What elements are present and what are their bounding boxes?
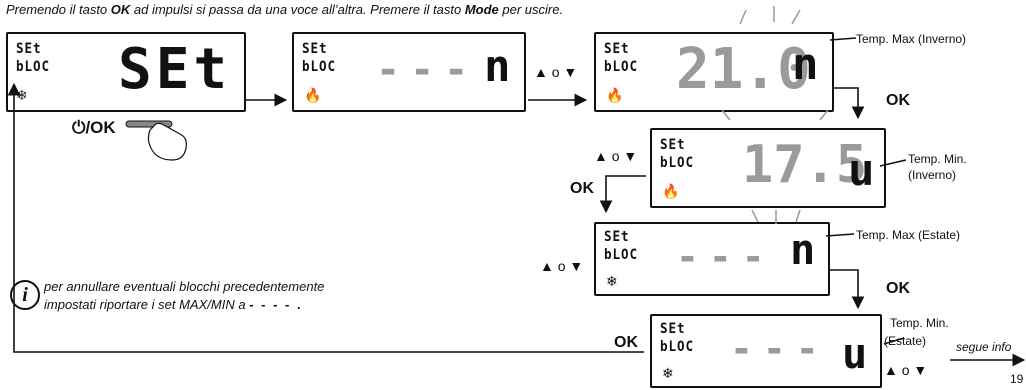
lcd-mini-line1: SEt xyxy=(660,137,686,153)
lcd-suffix-min: u xyxy=(848,145,875,196)
label-temp-min-winter-1: Temp. Min. xyxy=(908,152,967,166)
lcd-mini-line2: bLOC xyxy=(660,339,694,355)
lcd-mini-line2: bLOC xyxy=(16,59,50,75)
label-temp-min-summer-1: Temp. Min. xyxy=(890,316,949,330)
note-line2: impostati riportare i set MAX/MIN a - - … xyxy=(44,297,303,312)
lcd-display-temp-min-winter: SEt bLOC 🔥 17.5 u xyxy=(650,128,886,208)
snowflake-icon: ❄ xyxy=(16,87,28,103)
segue-info: segue info xyxy=(956,340,1012,354)
lcd-dashes: --- xyxy=(676,235,775,279)
arrow-4-to-5 xyxy=(599,175,646,214)
ok-label: OK xyxy=(886,280,910,297)
up-down-label: ▲ o ▼ xyxy=(594,148,638,164)
lcd-suffix-max: n xyxy=(792,39,819,90)
label-temp-max-summer: Temp. Max (Estate) xyxy=(856,228,961,242)
leader-temp-min-winter xyxy=(879,159,907,167)
lcd-main-text: SEt xyxy=(118,37,232,102)
note-line1: per annullare eventuali blocchi preceden… xyxy=(44,279,325,294)
lcd-dashes: --- xyxy=(730,327,829,371)
ok-label: OK xyxy=(886,92,910,109)
lcd-mini-line1: SEt xyxy=(16,41,42,57)
lcd-suffix-max: n xyxy=(790,225,816,274)
lcd-mini-line1: SEt xyxy=(604,41,630,57)
instruction-text: Premendo il tasto OK ad impulsi si passa… xyxy=(6,2,564,17)
lcd-temp-max-winter: 21.0 xyxy=(676,37,811,102)
label-temp-min-summer-2: (Estate) xyxy=(884,334,927,348)
flame-icon: 🔥 xyxy=(606,87,624,103)
lcd-suffix-min: u xyxy=(842,329,868,378)
blink-rays xyxy=(721,6,829,224)
snowflake-icon: ❄ xyxy=(606,273,618,289)
lcd-display-temp-max-winter: SEt bLOC 🔥 21.0 n xyxy=(594,32,834,112)
power-ok-button-label: ⏻/OK xyxy=(72,118,116,137)
lcd-suffix-max: n xyxy=(484,41,511,92)
up-down-label: ▲ o ▼ xyxy=(884,362,928,378)
lcd-mini-line1: SEt xyxy=(660,321,686,337)
label-temp-min-winter-2: (Inverno) xyxy=(908,168,957,182)
leader-temp-min-summer xyxy=(883,337,905,345)
leader-temp-max-summer xyxy=(825,233,855,237)
lcd-display-dashes: SEt bLOC 🔥 --- n xyxy=(292,32,526,112)
ok-label: OK xyxy=(614,334,638,351)
lcd-dashes: --- xyxy=(376,47,479,93)
page-number: 19 xyxy=(1010,372,1024,386)
power-icon: ⏻ xyxy=(72,118,86,137)
lcd-mini-line2: bLOC xyxy=(660,155,694,171)
lcd-mini-line2: bLOC xyxy=(302,59,336,75)
info-icon: i xyxy=(10,280,40,310)
lcd-display-temp-max-summer: SEt bLOC ❄ --- n xyxy=(594,222,830,296)
lcd-display-set: SEt bLOC ❄ SEt xyxy=(6,32,246,112)
lcd-mini-line2: bLOC xyxy=(604,247,638,263)
lcd-mini-line1: SEt xyxy=(302,41,328,57)
arrow-5-to-6 xyxy=(830,269,865,310)
up-down-label: ▲ o ▼ xyxy=(540,258,584,274)
lcd-display-temp-min-summer: SEt bLOC ❄ --- u xyxy=(650,314,882,388)
lcd-mini-line2: bLOC xyxy=(604,59,638,75)
snowflake-icon: ❄ xyxy=(662,365,674,381)
up-down-label: ▲ o ▼ xyxy=(534,64,578,80)
leader-temp-max-winter xyxy=(829,37,857,41)
label-temp-max-winter: Temp. Max (Inverno) xyxy=(856,32,967,46)
flame-icon: 🔥 xyxy=(662,183,680,199)
arrow-3-to-4 xyxy=(832,87,865,120)
ok-label: OK xyxy=(570,180,594,197)
flame-icon: 🔥 xyxy=(304,87,322,103)
arrow-6-to-1 xyxy=(7,82,644,353)
lcd-mini-line1: SEt xyxy=(604,229,630,245)
lcd-temp-min-winter: 17.5 xyxy=(742,135,868,195)
hand-press-icon xyxy=(147,122,187,161)
